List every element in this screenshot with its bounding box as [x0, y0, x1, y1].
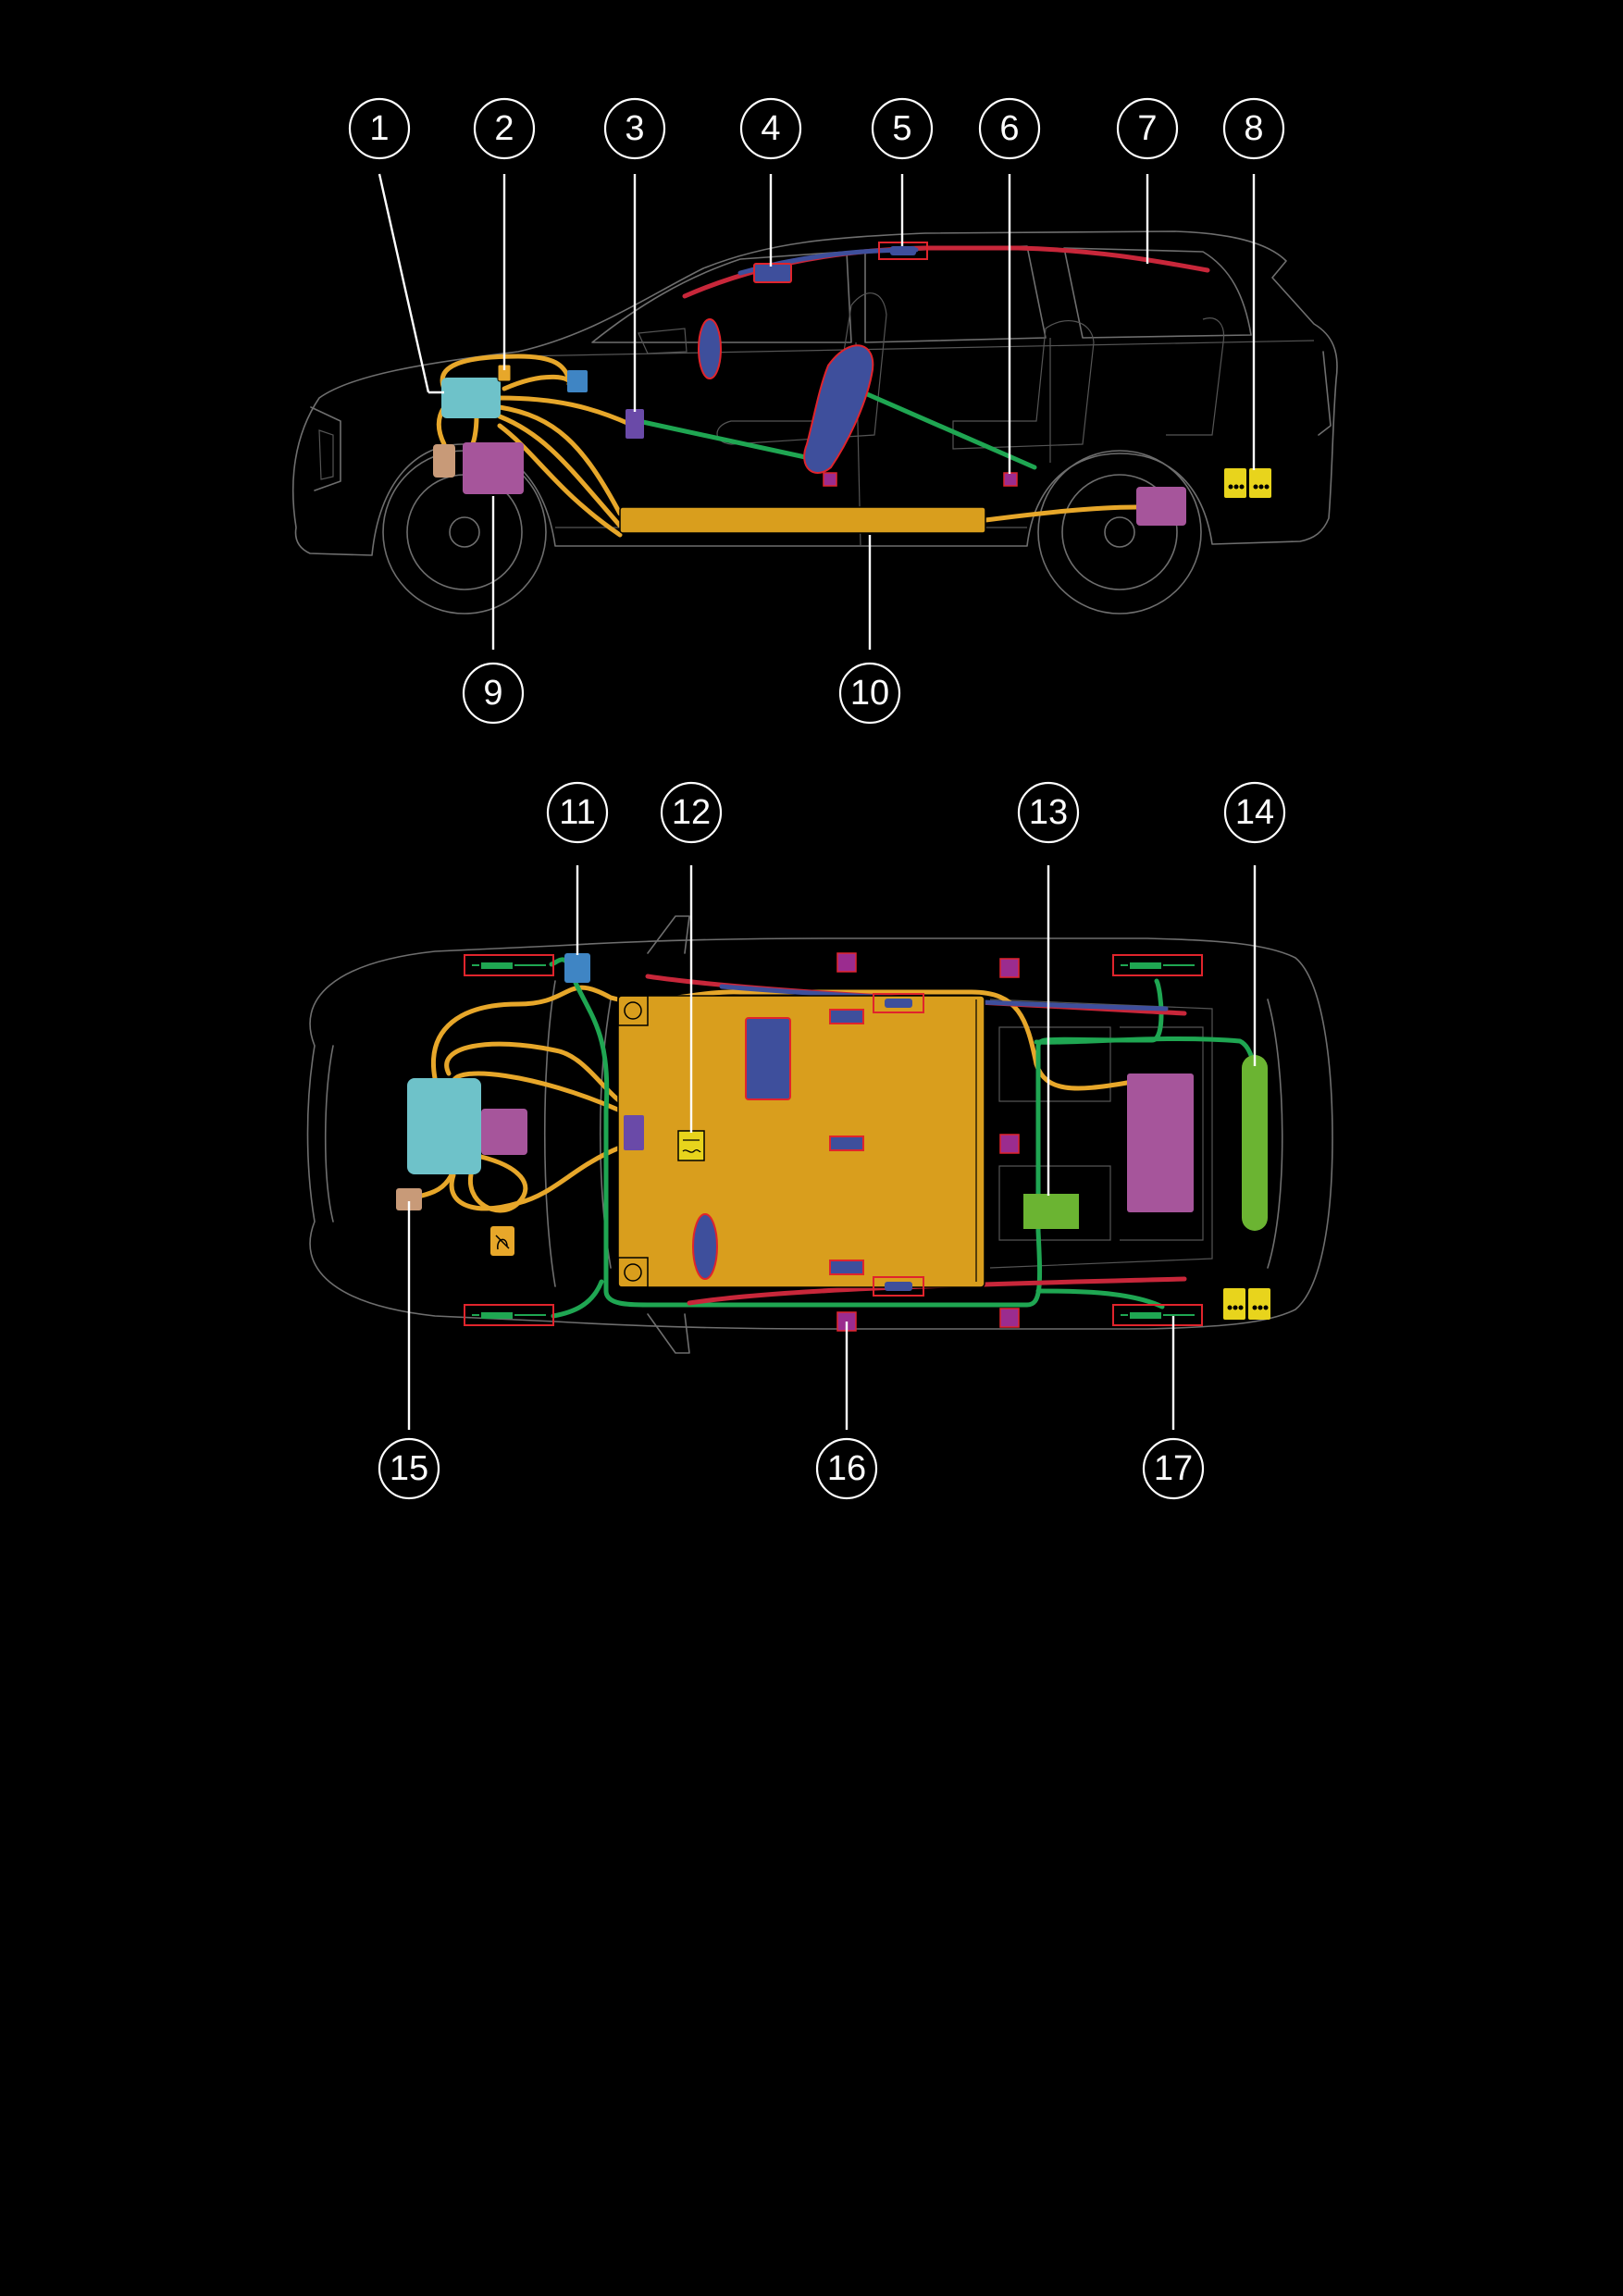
callout-4: 4: [739, 97, 802, 160]
callout-10: 10: [838, 662, 901, 725]
top-connector-rear: [873, 1276, 924, 1297]
callout-16: 16: [815, 1437, 878, 1500]
callout-15: 15: [378, 1437, 440, 1500]
svg-text:9: 9: [483, 674, 502, 713]
side-rear-wheel: [1037, 450, 1202, 614]
top-side-sensor-b: [829, 1136, 864, 1151]
top-door-sensor-fr: [464, 1304, 554, 1326]
callout-1: 1: [348, 97, 411, 160]
svg-text:10: 10: [850, 674, 889, 713]
side-module-purple: [626, 409, 644, 439]
top-battery-pack: [617, 995, 985, 1288]
top-door-sensor-17: [1112, 1304, 1203, 1326]
side-knee-airbag: [698, 318, 722, 379]
callout-7: 7: [1116, 97, 1179, 160]
top-seat-sensor-c: [999, 1134, 1020, 1154]
svg-text:7: 7: [1137, 109, 1157, 148]
callout-8: 8: [1222, 97, 1285, 160]
top-door-sensor-fl: [464, 954, 554, 976]
top-side-sensor-a: [829, 1009, 864, 1024]
svg-text:16: 16: [827, 1449, 866, 1488]
svg-text:15: 15: [390, 1449, 428, 1488]
top-tank-14: [1242, 1055, 1268, 1231]
svg-text:3: 3: [625, 109, 644, 148]
top-terminal-rear: [1223, 1288, 1270, 1320]
svg-text:5: 5: [892, 109, 911, 148]
top-side-sensor-c: [829, 1260, 864, 1275]
callout-14: 14: [1223, 781, 1286, 844]
top-view: [306, 915, 1333, 1354]
callout-17: 17: [1142, 1437, 1205, 1500]
svg-text:14: 14: [1235, 793, 1274, 832]
top-knee-airbag: [692, 1213, 718, 1280]
side-module-tan: [433, 444, 455, 478]
top-airbag-rect: [745, 1017, 791, 1100]
callout-3: 3: [603, 97, 666, 160]
side-seat-sensor-left: [823, 472, 837, 487]
top-components: [396, 952, 1270, 1332]
top-module-cyan: [407, 1078, 481, 1174]
top-module-magenta-rear: [1127, 1074, 1194, 1212]
side-components: [433, 242, 1271, 534]
top-module-tan-15: [396, 1188, 422, 1210]
side-view: [291, 230, 1338, 614]
top-seat-sensor-a: [836, 952, 857, 973]
callout-9: 9: [462, 662, 525, 725]
top-connector-front: [873, 993, 924, 1013]
side-module-magenta-rear: [1136, 487, 1186, 526]
side-roof-sensor-4: [753, 263, 792, 283]
svg-text:17: 17: [1154, 1449, 1193, 1488]
side-module-magenta-front: [463, 442, 524, 494]
top-terminal-12: [677, 1130, 705, 1161]
top-module-purple: [624, 1115, 644, 1150]
side-battery-10: [619, 506, 986, 534]
side-seat-airbag: [803, 344, 874, 474]
callout-5: 5: [871, 97, 934, 160]
top-module-magenta-front: [481, 1109, 527, 1155]
top-module-green-13: [1023, 1194, 1079, 1229]
top-seat-sensor-b: [999, 958, 1020, 978]
callout-13: 13: [1017, 781, 1080, 844]
side-seat-sensor-6: [1003, 472, 1018, 487]
svg-text:8: 8: [1244, 109, 1263, 148]
svg-text:12: 12: [672, 793, 711, 832]
callout-6: 6: [978, 97, 1041, 160]
callout-2: 2: [473, 97, 536, 160]
side-control-module-cyan: [441, 378, 501, 418]
svg-text:6: 6: [999, 109, 1019, 148]
top-module-blue-11: [564, 953, 590, 983]
top-seat-sensor-d: [999, 1308, 1020, 1328]
callout-12: 12: [660, 781, 723, 844]
callout-11: 11: [546, 781, 609, 844]
svg-text:13: 13: [1029, 793, 1068, 832]
svg-text:4: 4: [761, 109, 780, 148]
side-wiring: [436, 245, 1210, 538]
side-terminal-8: [1224, 468, 1271, 498]
side-module-blue: [567, 370, 588, 392]
svg-text:1: 1: [369, 109, 389, 148]
svg-text:11: 11: [559, 793, 595, 832]
top-door-sensor-rl: [1112, 954, 1203, 976]
svg-text:2: 2: [494, 109, 514, 148]
callouts: 1 2 3 4 5 6 7 8 9 10 11 12 13 14 15 16 1…: [348, 97, 1286, 1500]
